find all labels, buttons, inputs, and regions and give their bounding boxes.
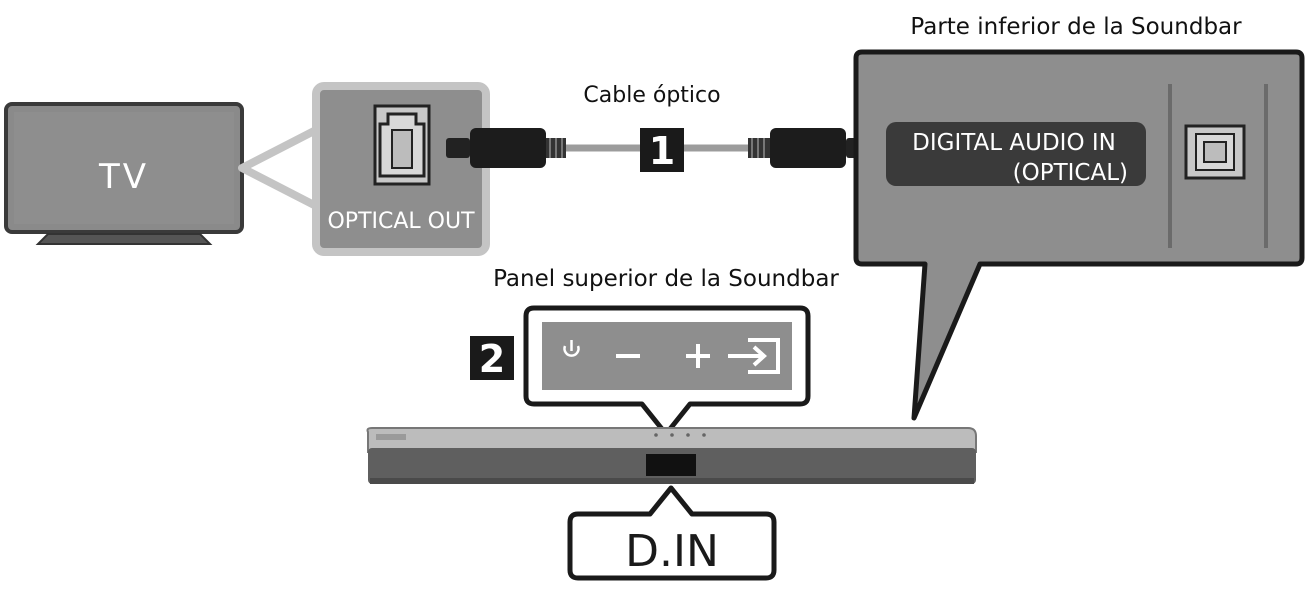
- step-2-badge: 2: [479, 337, 505, 381]
- plus-icon: [686, 344, 710, 368]
- optical-out-panel: OPTICAL OUT: [312, 82, 490, 256]
- cable-label: Cable óptico: [583, 83, 720, 108]
- soundbar-bottom-panel: DIGITAL AUDIO IN (OPTICAL): [853, 49, 1305, 421]
- optical-port-icon: [1184, 124, 1246, 180]
- optical-out-label: OPTICAL OUT: [327, 209, 475, 234]
- soundbar: [366, 427, 977, 484]
- bottom-panel-title: Parte inferior de la Soundbar: [910, 14, 1242, 40]
- optical-label: (OPTICAL): [1013, 160, 1128, 186]
- input-source-icon: [728, 338, 780, 374]
- optical-port-icon: [373, 104, 431, 186]
- soundbar-display: [646, 454, 696, 476]
- optical-plug-icon: [446, 128, 566, 168]
- tv-label: TV: [98, 157, 149, 197]
- power-icon: [563, 340, 580, 357]
- optical-plug-icon: [748, 128, 872, 168]
- tv: TV: [4, 102, 244, 245]
- soundbar-top-panel: [523, 305, 811, 437]
- display-text: D.IN: [625, 526, 719, 577]
- step-1-badge: 1: [649, 129, 675, 173]
- digital-audio-in-label: DIGITAL AUDIO IN: [912, 130, 1116, 156]
- display-callout: D.IN: [567, 485, 777, 581]
- top-panel-title: Panel superior de la Soundbar: [493, 266, 839, 292]
